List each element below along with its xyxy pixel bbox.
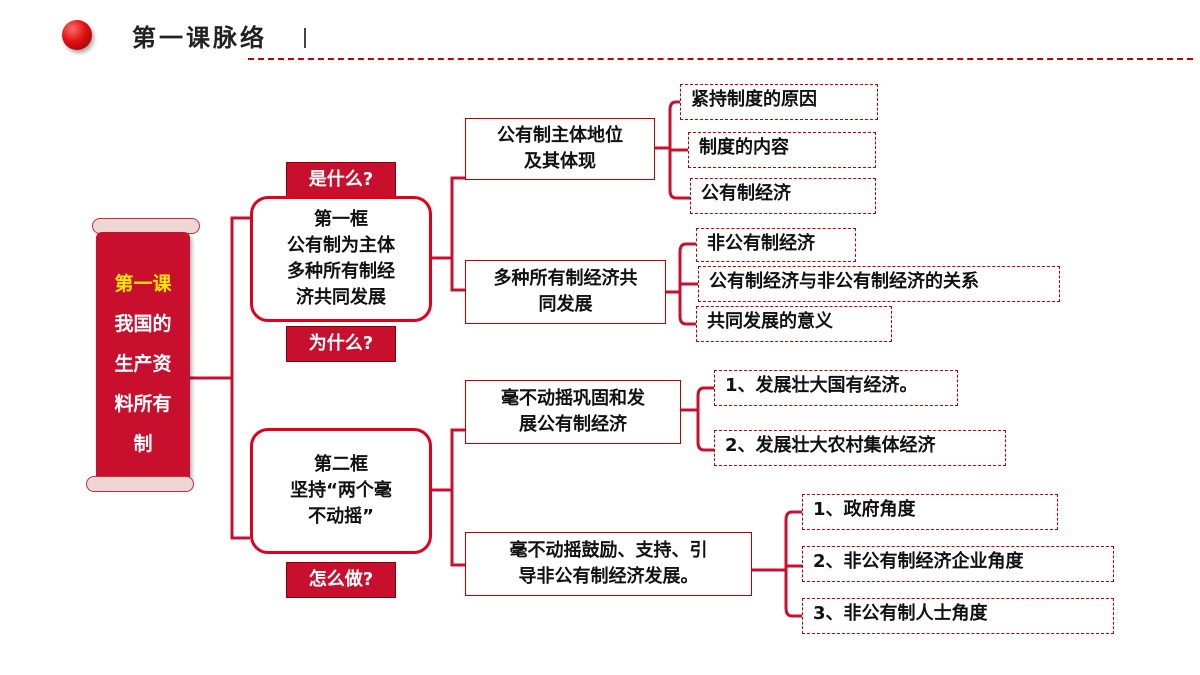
leaf-government-perspective: 1、政府角度: [802, 494, 1058, 530]
branch-multiple-ownership: 多种所有制经济共 同发展: [465, 260, 666, 324]
leaf-individual-perspective: 3、非公有制人士角度: [802, 598, 1114, 634]
branch-consolidate-public: 毫不动摇巩固和发 展公有制经济: [465, 380, 681, 444]
lesson-scroll: [96, 232, 190, 487]
scroll-bottom-curl: [86, 476, 194, 492]
frame-second: 第二框 坚持“两个毫 不动摇”: [250, 428, 432, 554]
lesson-title-line-2: 生产资: [114, 353, 172, 375]
leaf-nonpublic-economy: 非公有制经济: [696, 228, 856, 262]
leaf-public-economy: 公有制经济: [690, 178, 876, 214]
title-divider: [304, 28, 306, 48]
lesson-scroll-text: 第一课 我国的 生产资 料所有 制: [102, 264, 184, 464]
tag-why: 为什么?: [286, 326, 396, 362]
lesson-number: 第一课: [114, 273, 172, 295]
tag-how: 怎么做?: [286, 562, 396, 598]
leaf-relationship: 公有制经济与非公有制经济的关系: [698, 266, 1060, 302]
leaf-enterprise-perspective: 2、非公有制经济企业角度: [802, 546, 1114, 582]
lesson-title-line-1: 我国的: [114, 313, 172, 335]
branch-encourage-nonpublic: 毫不动摇鼓励、支持、引 导非公有制经济发展。: [465, 532, 752, 596]
leaf-state-economy: 1、发展壮大国有经济。: [714, 370, 958, 406]
frame-first: 第一框 公有制为主体 多种所有制经 济共同发展: [250, 196, 432, 322]
leaf-rural-collective: 2、发展壮大农村集体经济: [714, 430, 1006, 466]
leaf-common-development-meaning: 共同发展的意义: [696, 306, 892, 342]
tag-what: 是什么?: [286, 162, 396, 198]
logo-ball-icon: [62, 20, 92, 50]
page-title: 第一课脉络: [132, 24, 267, 52]
header-dashed-line: [248, 58, 1193, 60]
branch-public-dominance: 公有制主体地位 及其体现: [465, 118, 655, 180]
leaf-system-content: 制度的内容: [688, 132, 876, 168]
lesson-title-line-4: 制: [133, 433, 153, 455]
lesson-title-line-3: 料所有: [114, 393, 172, 415]
leaf-system-reason: 紧持制度的原因: [680, 84, 878, 120]
